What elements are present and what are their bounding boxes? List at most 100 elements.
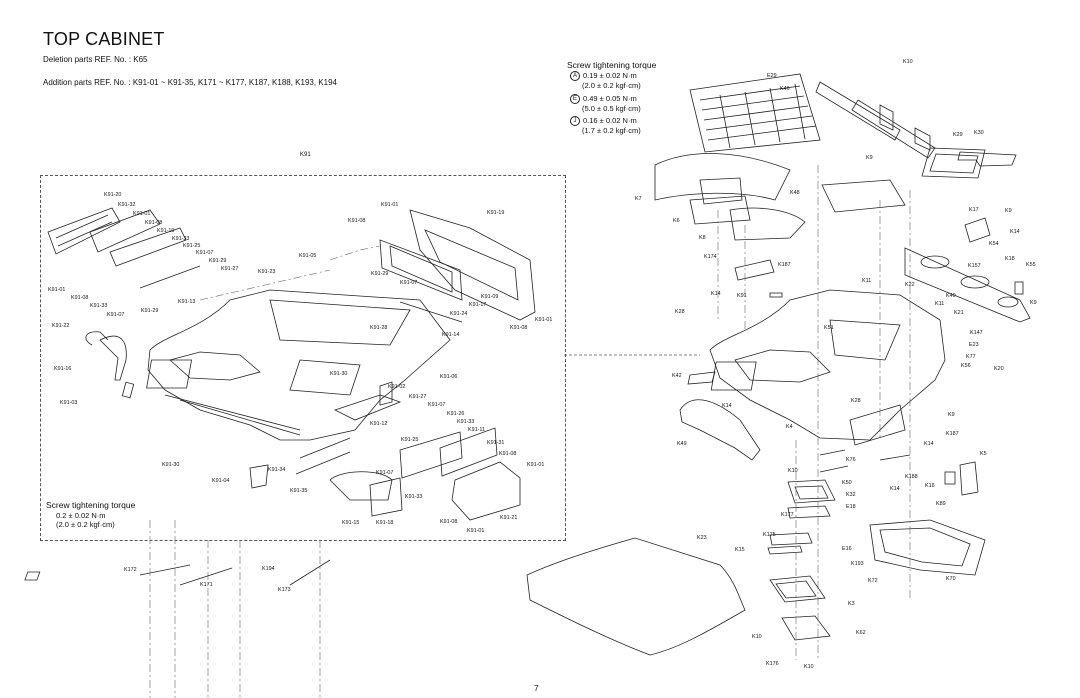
cabinet-k91-right <box>709 289 946 441</box>
part-label: K91-22 <box>52 323 70 329</box>
torque-a-value: 0.19 ± 0.02 N·m <box>583 71 637 80</box>
part-label: K55 <box>1026 262 1036 268</box>
torque-left-kgf: (2.0 ± 0.2 kgf·cm) <box>56 520 115 529</box>
part-label: K9 <box>948 412 955 418</box>
k62-plate <box>781 615 831 641</box>
part-label: K48 <box>790 190 800 196</box>
k89-board <box>869 519 986 576</box>
torque-a-kgf: (2.0 ± 0.2 kgf·cm) <box>582 81 641 91</box>
k91-box-label: K91 <box>300 152 311 158</box>
part-label: K91-25 <box>401 437 419 443</box>
part-label: K70 <box>946 576 956 582</box>
part-label: K91-01 <box>527 462 545 468</box>
part-label: K29 <box>953 132 963 138</box>
part-label: K147 <box>970 330 983 336</box>
part-label: K91-08 <box>348 218 366 224</box>
part-label: K42 <box>672 373 682 379</box>
part-label: K91-07 <box>428 402 446 408</box>
part-label: K91-08 <box>440 519 458 525</box>
part-label: K91-29 <box>209 258 227 264</box>
part-label: K174 <box>704 254 717 260</box>
torque-e-kgf: (5.0 ± 0.5 kgf·cm) <box>582 104 641 114</box>
part-label: K91-01 <box>467 528 485 534</box>
k157-panel <box>904 247 1031 323</box>
keyboard-e29 <box>689 73 821 153</box>
part-label: K10 <box>788 468 798 474</box>
k48-plate <box>821 179 906 213</box>
part-label: K77 <box>966 354 976 360</box>
part-label: K91-07 <box>196 250 214 256</box>
part-label: K91-17 <box>469 302 487 308</box>
k91-19-panel <box>409 209 536 321</box>
part-label: K5 <box>980 451 987 457</box>
k32-frame <box>787 479 836 504</box>
part-label: K91-13 <box>178 299 196 305</box>
page-number: 7 <box>534 683 539 693</box>
part-label: K91-35 <box>290 488 308 494</box>
part-label: K51 <box>824 325 834 331</box>
k29-pad <box>921 147 986 179</box>
k23-sheet <box>526 537 746 656</box>
torque-left-value: 0.2 ± 0.02 N·m <box>56 511 106 520</box>
part-label: K91-04 <box>212 478 230 484</box>
part-label: K28 <box>675 309 685 315</box>
part-label: K91-07 <box>376 470 394 476</box>
part-label: K46 <box>780 86 790 92</box>
part-label: K194 <box>262 566 275 572</box>
part-label: K50 <box>842 480 852 486</box>
part-label: K173 <box>278 587 291 593</box>
part-label: K91-34 <box>268 467 286 473</box>
k91-15-handle <box>329 471 393 501</box>
part-label: K15 <box>735 547 745 553</box>
part-label: K91-09 <box>481 294 499 300</box>
torque-left-title: Screw tightening torque <box>46 500 136 510</box>
part-label: K91-20 <box>104 192 122 198</box>
part-label: K6 <box>673 218 680 224</box>
part-label: K54 <box>989 241 999 247</box>
part-label: K91-33 <box>172 236 190 242</box>
part-label: K91-10 <box>157 228 175 234</box>
k91-22-clip <box>85 331 127 381</box>
deletion-parts-ref: Deletion parts REF. No. : K65 <box>43 55 148 64</box>
part-label: K3 <box>848 601 855 607</box>
part-label: K9 <box>866 155 873 161</box>
part-label: K91 <box>737 293 747 299</box>
part-label: K91-27 <box>409 394 427 400</box>
torque-e-value: 0.49 ± 0.05 N·m <box>583 94 637 103</box>
part-label: K91-16 <box>54 366 72 372</box>
part-label: E16 <box>842 546 852 552</box>
part-label: K9 <box>1030 300 1037 306</box>
part-label: K11 <box>935 301 945 307</box>
part-label: K40 <box>946 293 956 299</box>
k7-palmrest <box>654 153 791 201</box>
part-label: K72 <box>868 578 878 584</box>
part-label: K175 <box>763 532 776 538</box>
part-label: K91-29 <box>371 271 389 277</box>
part-label: K188 <box>905 474 918 480</box>
part-label: K91-08 <box>145 220 163 226</box>
part-label: K91-03 <box>60 400 78 406</box>
part-label: K8 <box>699 235 706 241</box>
part-label: K14 <box>890 486 900 492</box>
part-label: K91-18 <box>376 520 394 526</box>
part-label: K172 <box>124 567 137 573</box>
part-label: K10 <box>752 634 762 640</box>
part-label: K23 <box>697 535 707 541</box>
part-label: K91-07 <box>107 312 125 318</box>
k46-bracket <box>815 81 901 141</box>
part-label: K16 <box>925 483 935 489</box>
part-label: E18 <box>846 504 856 510</box>
torque-j-value: 0.16 ± 0.02 N·m <box>583 116 637 125</box>
part-label: K91-19 <box>487 210 505 216</box>
part-label: K91-31 <box>487 440 505 446</box>
part-label: K91-28 <box>370 325 388 331</box>
k91-cabinet-outline <box>147 289 451 441</box>
part-label: K91-08 <box>71 295 89 301</box>
part-label: K91-14 <box>442 332 460 338</box>
part-label: K91-11 <box>468 427 485 433</box>
part-label: K91-24 <box>450 311 468 317</box>
part-label: K91-01 <box>133 211 151 217</box>
page-title: TOP CABINET <box>43 29 165 49</box>
